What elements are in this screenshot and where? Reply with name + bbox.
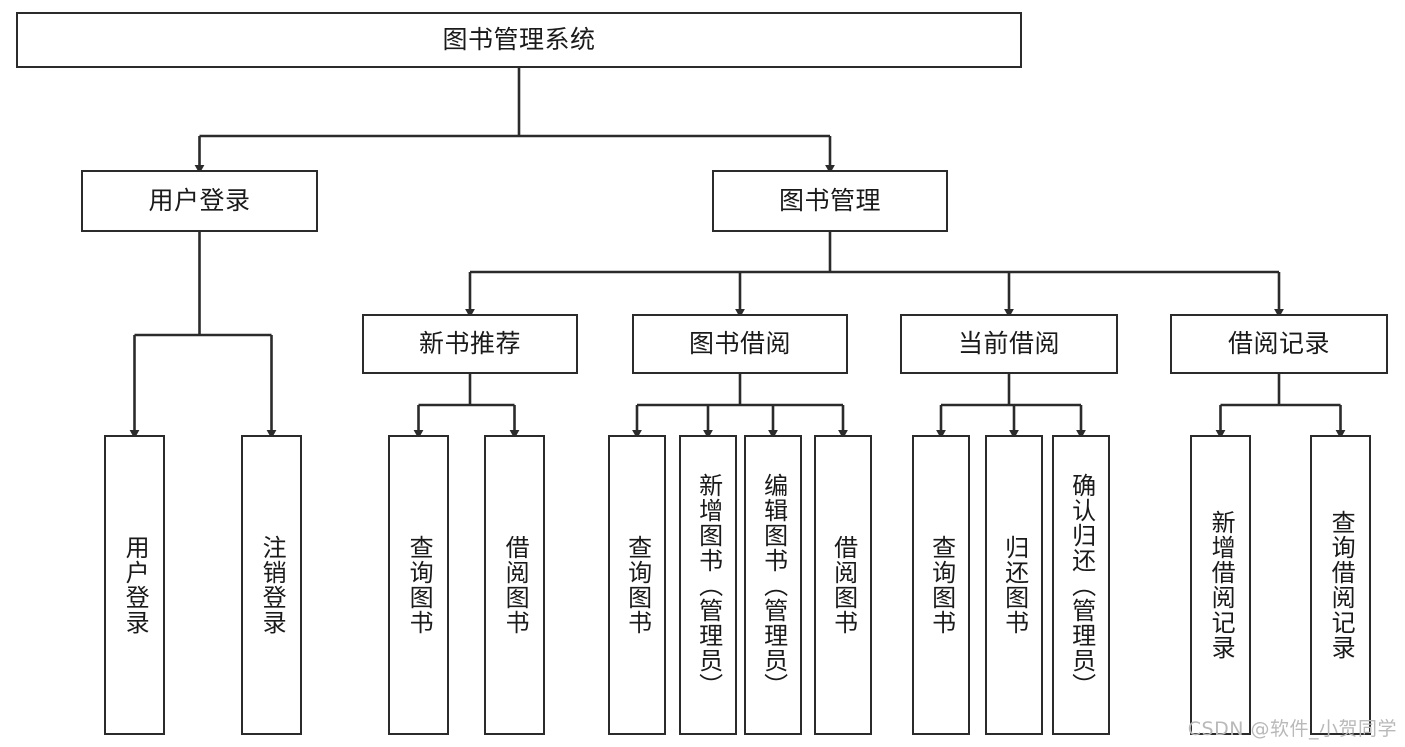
node-leaf-borrow-book-2[interactable]: 借阅图书 (814, 435, 872, 735)
node-label-root: 图书管理系统 (442, 24, 596, 54)
node-borrow-record[interactable]: 借阅记录 (1170, 314, 1388, 374)
node-leaf-add-record[interactable]: 新增借阅记录 (1190, 435, 1251, 735)
node-new-book-recommend[interactable]: 新书推荐 (362, 314, 578, 374)
node-leaf-edit-book[interactable]: 编辑图书（管理员） (744, 435, 802, 735)
node-label-leaf-query-record: 查询借阅记录 (1327, 510, 1356, 660)
node-label-new-book-recommend: 新书推荐 (418, 328, 521, 358)
node-label-user-login: 用户登录 (148, 185, 251, 215)
node-label-leaf-logout: 注销登录 (258, 535, 287, 635)
node-label-leaf-borrow-book-2: 借阅图书 (829, 535, 858, 635)
node-label-leaf-query-book-2: 查询图书 (623, 535, 652, 635)
node-label-current-borrow: 当前借阅 (957, 328, 1060, 358)
node-leaf-query-book-2[interactable]: 查询图书 (608, 435, 666, 735)
node-book-borrow[interactable]: 图书借阅 (632, 314, 848, 374)
node-user-login[interactable]: 用户登录 (81, 170, 318, 232)
node-label-leaf-add-book: 新增图书（管理员） (694, 472, 723, 698)
node-root[interactable]: 图书管理系统 (16, 12, 1022, 68)
node-leaf-borrow-book-1[interactable]: 借阅图书 (484, 435, 545, 735)
node-label-borrow-record: 借阅记录 (1227, 328, 1330, 358)
node-leaf-query-record[interactable]: 查询借阅记录 (1310, 435, 1371, 735)
node-label-leaf-query-book-3: 查询图书 (927, 535, 956, 635)
node-label-leaf-borrow-book-1: 借阅图书 (501, 535, 530, 635)
node-current-borrow[interactable]: 当前借阅 (900, 314, 1118, 374)
node-label-leaf-return-book: 归还图书 (1000, 535, 1029, 635)
node-label-book-manage: 图书管理 (778, 185, 881, 215)
watermark-text: CSDN @软件_小贺同学 (1187, 718, 1397, 740)
node-label-leaf-query-book-1: 查询图书 (405, 535, 434, 635)
node-leaf-return-book[interactable]: 归还图书 (985, 435, 1043, 735)
node-leaf-logout[interactable]: 注销登录 (241, 435, 302, 735)
node-leaf-query-book-3[interactable]: 查询图书 (912, 435, 970, 735)
node-leaf-query-book-1[interactable]: 查询图书 (388, 435, 449, 735)
node-leaf-confirm-return[interactable]: 确认归还（管理员） (1052, 435, 1110, 735)
node-label-leaf-user-login: 用户登录 (121, 535, 150, 635)
node-label-leaf-confirm-return: 确认归还（管理员） (1067, 472, 1096, 698)
node-label-book-borrow: 图书借阅 (688, 328, 791, 358)
node-label-leaf-add-record: 新增借阅记录 (1207, 510, 1236, 660)
node-leaf-user-login[interactable]: 用户登录 (104, 435, 165, 735)
node-book-manage[interactable]: 图书管理 (712, 170, 948, 232)
node-label-leaf-edit-book: 编辑图书（管理员） (759, 472, 788, 698)
node-leaf-add-book[interactable]: 新增图书（管理员） (679, 435, 737, 735)
connector-lines (129, 68, 1346, 439)
